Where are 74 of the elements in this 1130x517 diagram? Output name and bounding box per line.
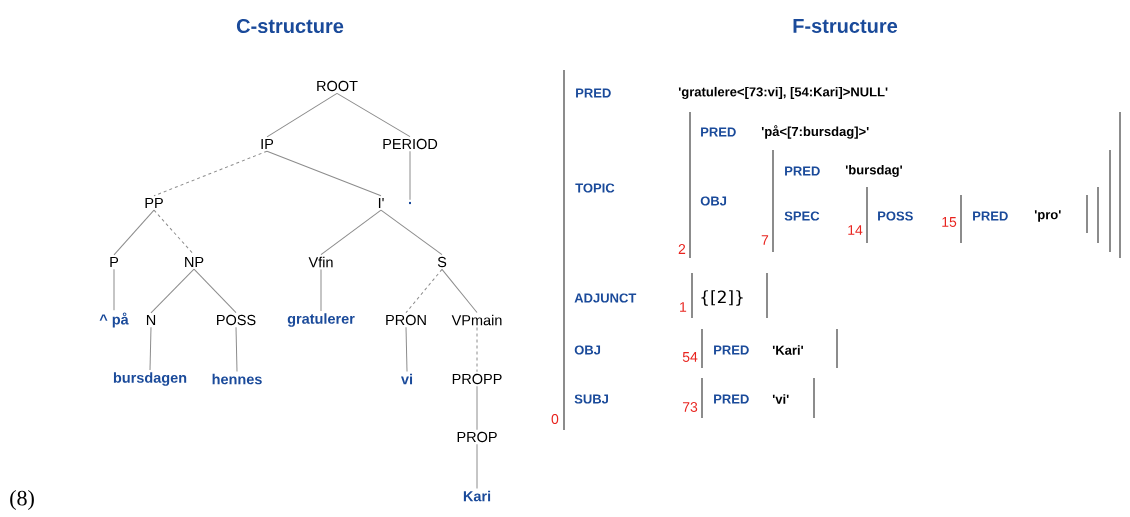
attribute-name: POSS [878, 211, 913, 221]
tree-branch [336, 92, 411, 138]
category-label: PROPP [452, 373, 502, 385]
attribute-name: PRED [973, 211, 1008, 221]
attribute-value: 'bursdag' [845, 164, 902, 178]
category-label: PRON [386, 314, 426, 326]
category-label: NP [185, 257, 204, 267]
index-number: 15 [942, 217, 957, 227]
tree-branch [153, 150, 268, 197]
word-label: vi [401, 373, 413, 385]
attribute-name: SUBJ [574, 394, 608, 404]
attribute-name: OBJ [574, 345, 601, 355]
category-label: POSS [217, 314, 256, 326]
index-number: 54 [682, 352, 698, 362]
attribute-name: SPEC [784, 211, 820, 221]
attribute-name: OBJ [700, 196, 727, 206]
tree-branch [320, 268, 322, 312]
category-label: N [146, 315, 156, 325]
tree-branch [113, 209, 155, 256]
index-number: 14 [848, 225, 863, 235]
attribute-value: 'Kari' [772, 345, 803, 355]
index-number: 7 [761, 235, 769, 245]
tree-branch [266, 92, 338, 138]
word-label: gratulerer [287, 313, 355, 327]
word-label: bursdagen [113, 372, 187, 386]
tree-branch [266, 150, 382, 197]
tree-branch [193, 268, 237, 314]
category-label: Vfin [308, 256, 333, 268]
index-number: 1 [680, 302, 687, 312]
attribute-name: ADJUNCT [574, 293, 637, 303]
set-value: {[2]} [701, 290, 743, 306]
tree-branch [476, 327, 478, 373]
attribute-name: PRED [785, 166, 820, 176]
tree-branch [405, 268, 443, 314]
tree-branch [405, 326, 408, 373]
word-label: ^ på [99, 312, 129, 328]
attribute-name: PRED [576, 88, 611, 98]
heading: C-structure [236, 18, 344, 34]
attribute-value: 'pro' [1034, 210, 1061, 222]
tree-branch [150, 268, 195, 314]
category-label: PP [145, 198, 163, 208]
category-label: ROOT [317, 80, 358, 92]
category-label: S [437, 256, 447, 268]
attribute-value: 'gratulere<[73:vi], [54:Kari]>NULL' [678, 86, 888, 100]
tree-branch [380, 209, 443, 256]
category-label: IP [261, 139, 274, 149]
attribute-name: PRED [714, 345, 749, 355]
heading: F-structure [793, 19, 898, 33]
index-number: 0 [551, 414, 559, 424]
category-label: I' [378, 198, 384, 208]
word-label: . [409, 201, 411, 205]
word-label: Kari [463, 490, 491, 502]
tree-branch [149, 326, 152, 371]
attribute-value: 'på<[7:bursdag]>' [761, 125, 869, 139]
attribute-name: PRED [714, 394, 749, 404]
index-number: 2 [678, 244, 686, 254]
tree-branch [320, 209, 382, 256]
tree-branch [441, 268, 478, 313]
index-number: 73 [682, 402, 698, 412]
tree-branch [409, 150, 411, 201]
attribute-name: PRED [701, 127, 736, 137]
tree-branch [113, 268, 115, 311]
category-label: VPmain [451, 314, 502, 326]
word-label: hennes [212, 373, 262, 385]
attribute-name: TOPIC [575, 183, 615, 193]
category-label: PERIOD [383, 138, 438, 150]
attribute-value: 'vi' [772, 394, 789, 404]
tree-branch [476, 443, 478, 489]
tree-branch [153, 209, 195, 256]
category-label: PROP [457, 431, 497, 443]
category-label: P [110, 257, 119, 267]
example-number: (8) [10, 490, 34, 510]
tree-branch [235, 326, 238, 372]
tree-branch [476, 385, 478, 431]
